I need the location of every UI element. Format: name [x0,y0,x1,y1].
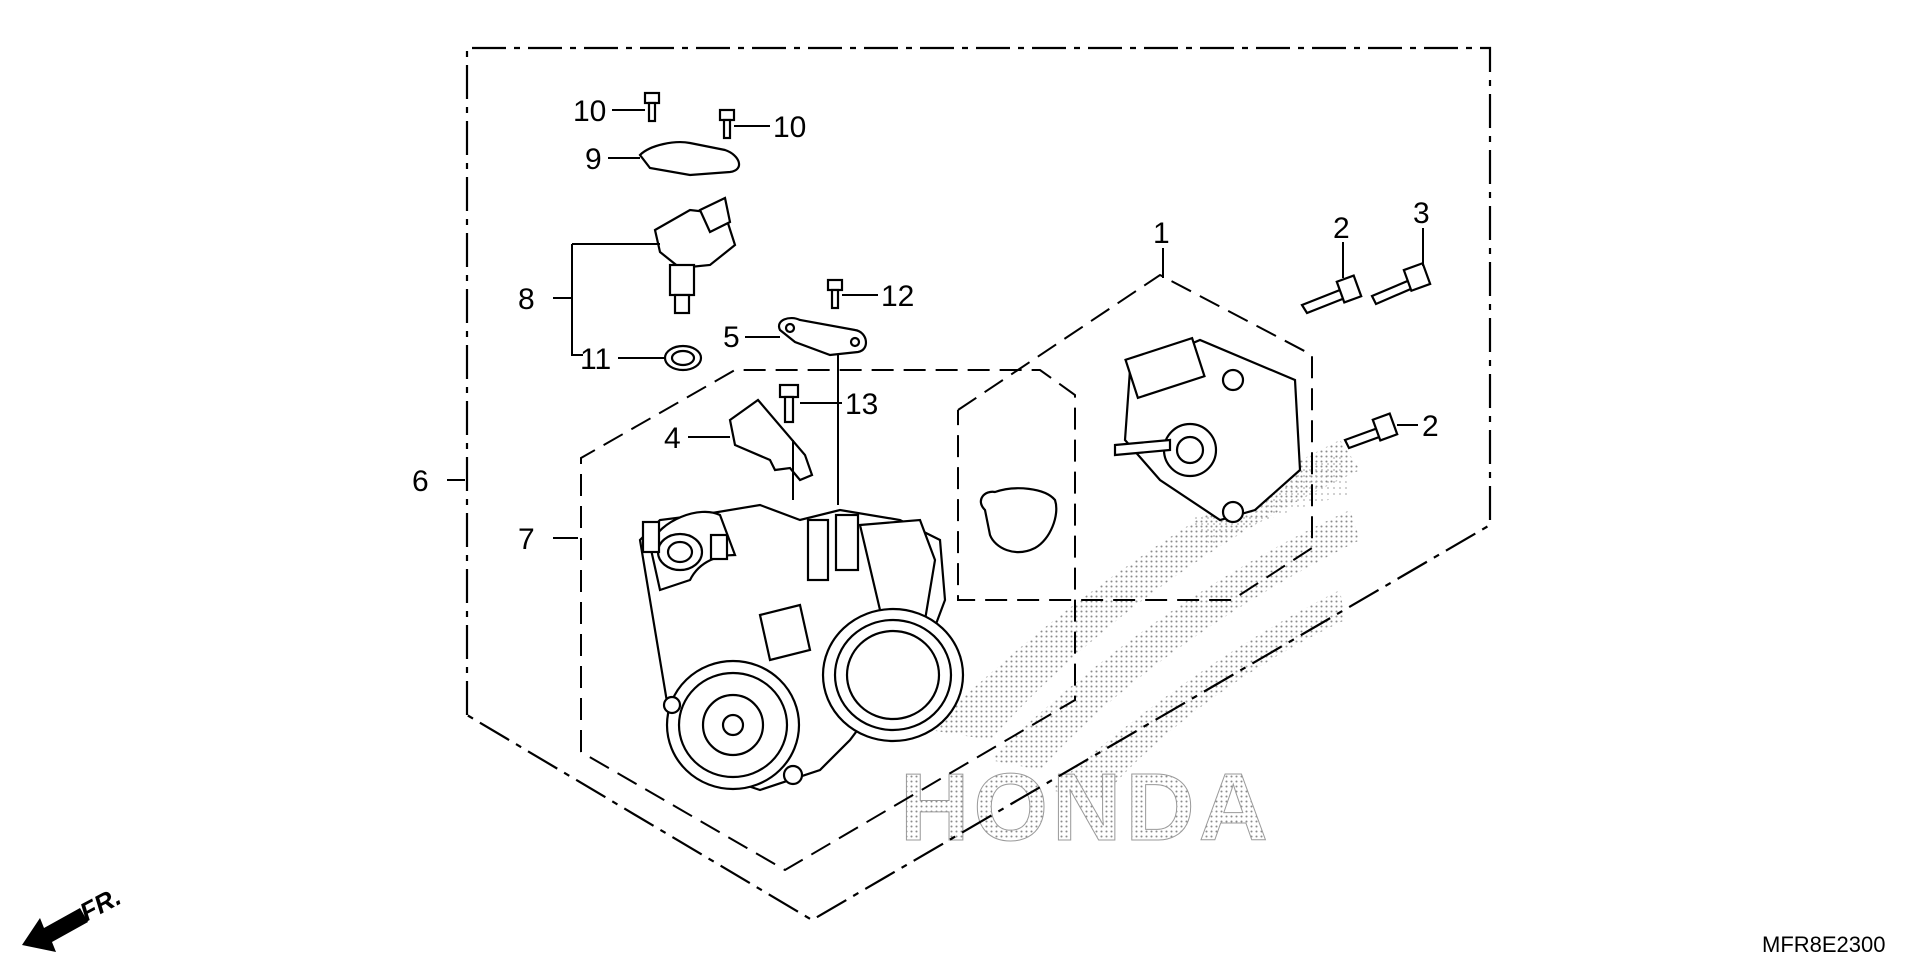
screw-3 [1370,261,1432,306]
callout-2-lower: 2 [1422,410,1439,443]
callout-6: 6 [412,465,429,498]
honda-wing-watermark [930,440,1360,800]
front-arrow-icon [22,908,88,952]
sensor-8-part [653,196,737,315]
callout-13: 13 [845,388,878,421]
screw-10-left [643,91,661,123]
callout-1: 1 [1153,217,1170,250]
callout-8: 8 [518,283,535,316]
callout-3: 3 [1413,197,1430,230]
callout-12: 12 [881,280,914,313]
throttle-position-sensor-part [1113,336,1302,524]
callout-11: 11 [580,343,611,376]
callout-7: 7 [518,523,535,556]
screw-2-lower [1343,412,1399,450]
callout-5: 5 [723,321,740,354]
o-ring-11-inner [670,349,696,367]
callout-2-upper: 2 [1333,212,1350,245]
diagram-code: MFR8E2300 [1762,932,1886,957]
assembly-boundary-outer [465,46,1492,922]
callout-4: 4 [664,422,681,455]
sensor-gasket-part [979,487,1058,554]
screw-10-right [718,108,736,140]
callout-10-right: 10 [773,111,806,144]
plate-9-part [638,141,741,177]
leader-lines [447,109,1424,539]
throttle-body-boundary [580,369,1076,872]
sensor-boundary [957,273,1313,601]
screw-2-upper [1300,274,1363,315]
callout-10-left: 10 [573,95,606,128]
sensor-cover-part [728,398,814,482]
setting-plate-part [777,316,867,357]
bolt-13 [778,383,800,424]
plate-hole [849,336,861,348]
throttle-body [638,503,965,792]
honda-wordmark-watermark: HONDA [900,754,1272,861]
callout-9: 9 [585,143,602,176]
screw-12 [826,278,844,310]
plate-hole [784,322,796,334]
